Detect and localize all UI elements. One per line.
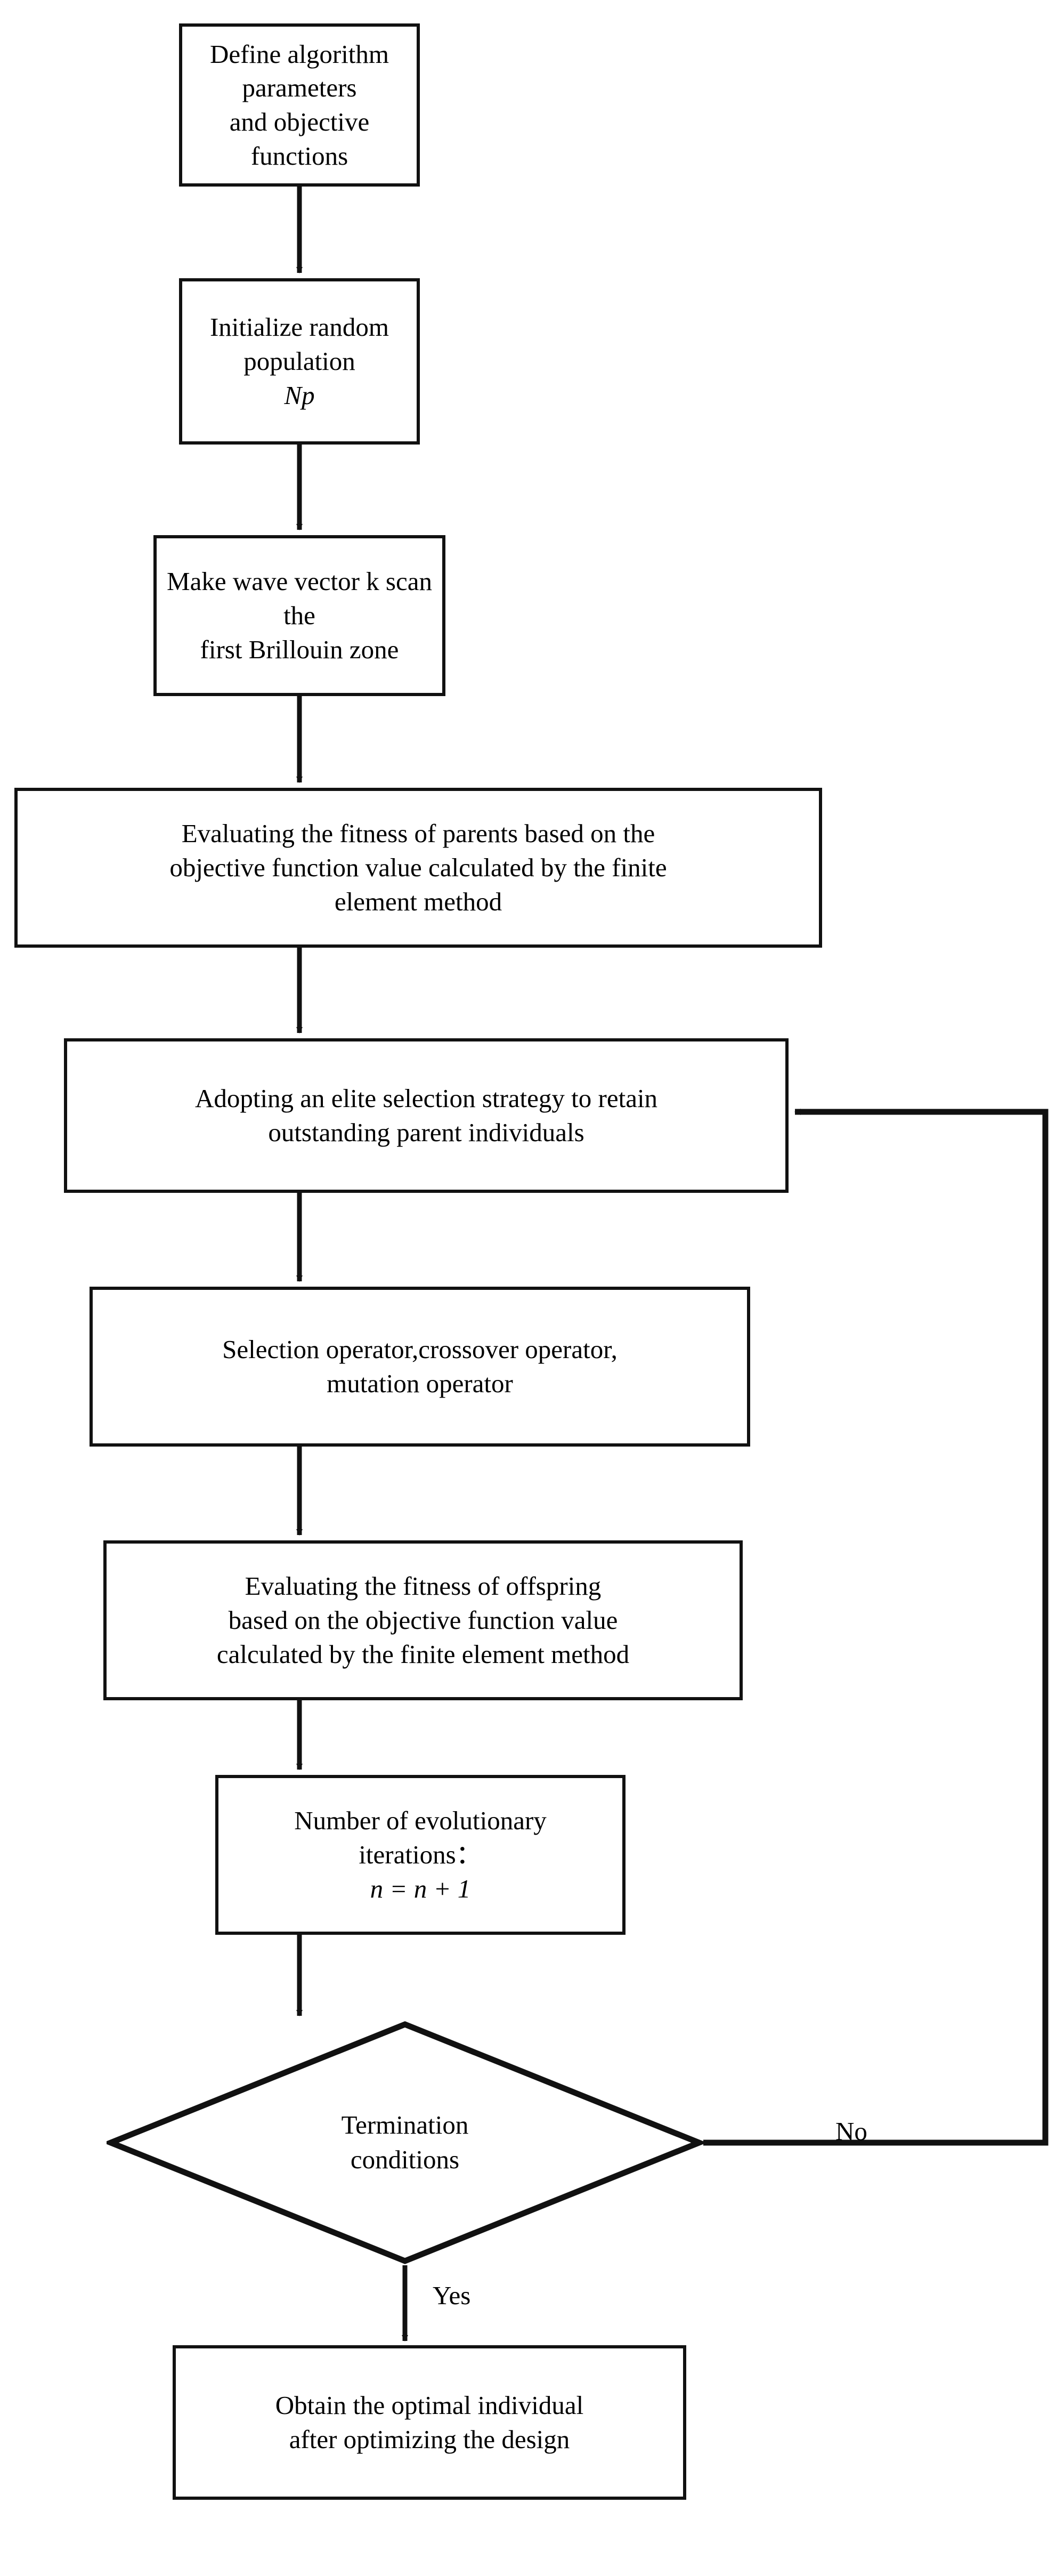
edge-termination-no-feedback [703,1109,1049,2146]
node-genetic-operators-label: Selection operator,crossover operator,mu… [222,1335,618,1398]
node-elite-selection-label: Adopting an elite selection strategy to … [194,1084,658,1147]
edge-label-no: No [835,2117,867,2146]
node-genetic-operators[interactable]: Selection operator,crossover operator,mu… [90,1287,750,1447]
decision-diamond-shape [107,2021,703,2264]
node-elite-selection[interactable]: Adopting an elite selection strategy to … [64,1038,789,1193]
edge-label-yes: Yes [433,2281,471,2310]
node-evaluate-parents[interactable]: Evaluating the fitness of parents based … [14,788,822,948]
node-evaluate-parents-label: Evaluating the fitness of parents based … [169,819,667,916]
